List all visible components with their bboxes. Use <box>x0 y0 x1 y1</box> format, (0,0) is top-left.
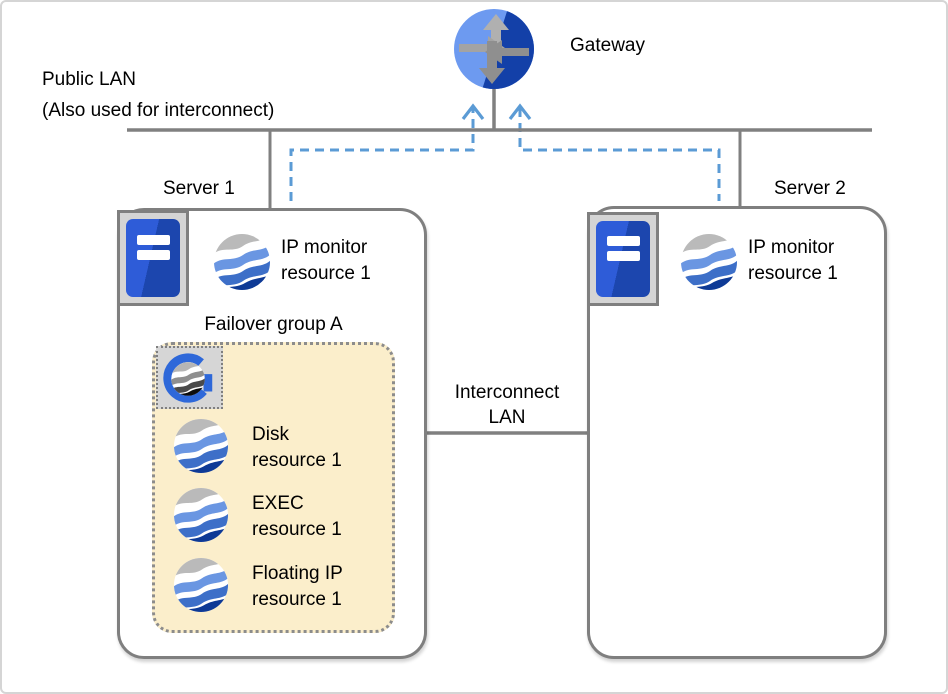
ip-monitor-resource-icon <box>680 233 738 291</box>
server-icon-slot <box>606 236 641 247</box>
interconnect-line1: Interconnect <box>454 382 560 403</box>
group-resource-item: Disk resource 1 <box>252 422 342 474</box>
resource-name-line2: resource 1 <box>252 450 342 471</box>
resource-name-line1: Floating IP <box>252 563 343 584</box>
resource-name-line1: IP monitor <box>281 237 368 258</box>
group-resource-item: Floating IP resource 1 <box>252 561 343 613</box>
server-icon-slot <box>136 250 171 261</box>
lan-lines <box>127 82 872 435</box>
resource-name-line1: Disk <box>252 424 289 445</box>
interconnect-line2: LAN <box>488 407 526 428</box>
gateway-label: Gateway <box>570 35 645 56</box>
resource-name-line2: resource 1 <box>281 263 371 284</box>
group-resource-item: EXEC resource 1 <box>252 491 342 543</box>
server-icon-slot <box>136 234 171 245</box>
server1-box: IP monitor resource 1 Failover group A D… <box>117 208 427 659</box>
resource-name-line2: resource 1 <box>252 589 342 610</box>
server2-icon <box>587 212 659 306</box>
public-lan-line2: (Also used for interconnect) <box>42 100 275 121</box>
public-lan-line1: Public LAN <box>42 69 136 90</box>
server2-box: IP monitor resource 1 <box>587 206 887 659</box>
server-icon-body <box>126 219 180 297</box>
failover-group-label: Failover group A <box>204 314 343 335</box>
monitor-dashed-paths <box>289 108 721 201</box>
server2-label: Server 2 <box>774 178 846 199</box>
floating-ip-resource-icon <box>173 557 229 613</box>
exec-resource-icon <box>173 487 229 543</box>
server-icon-slot <box>606 251 641 262</box>
server-icon-body <box>596 221 650 297</box>
disk-resource-icon <box>173 418 229 474</box>
gateway-router-icon <box>452 7 536 91</box>
dashed-arrowheads <box>461 103 532 120</box>
ip-monitor-resource-icon <box>213 233 271 291</box>
failover-group-box: Disk resource 1 EXEC resource 1 Floating… <box>152 342 395 633</box>
server1-icon <box>117 210 189 306</box>
cluster-g-logo-icon <box>156 346 223 409</box>
resource-name-line1: EXEC <box>252 493 304 514</box>
server1-ip-monitor-text: IP monitor resource 1 <box>281 235 371 287</box>
interconnect-lan-label: Interconnect LAN <box>427 380 587 430</box>
server1-label: Server 1 <box>163 178 235 199</box>
server2-ip-monitor-text: IP monitor resource 1 <box>748 235 838 287</box>
resource-name-line2: resource 1 <box>252 519 342 540</box>
resource-name-line1: IP monitor <box>748 237 835 258</box>
public-lan-label: Public LAN (Also used for interconnect) <box>42 64 274 126</box>
resource-name-line2: resource 1 <box>748 263 838 284</box>
